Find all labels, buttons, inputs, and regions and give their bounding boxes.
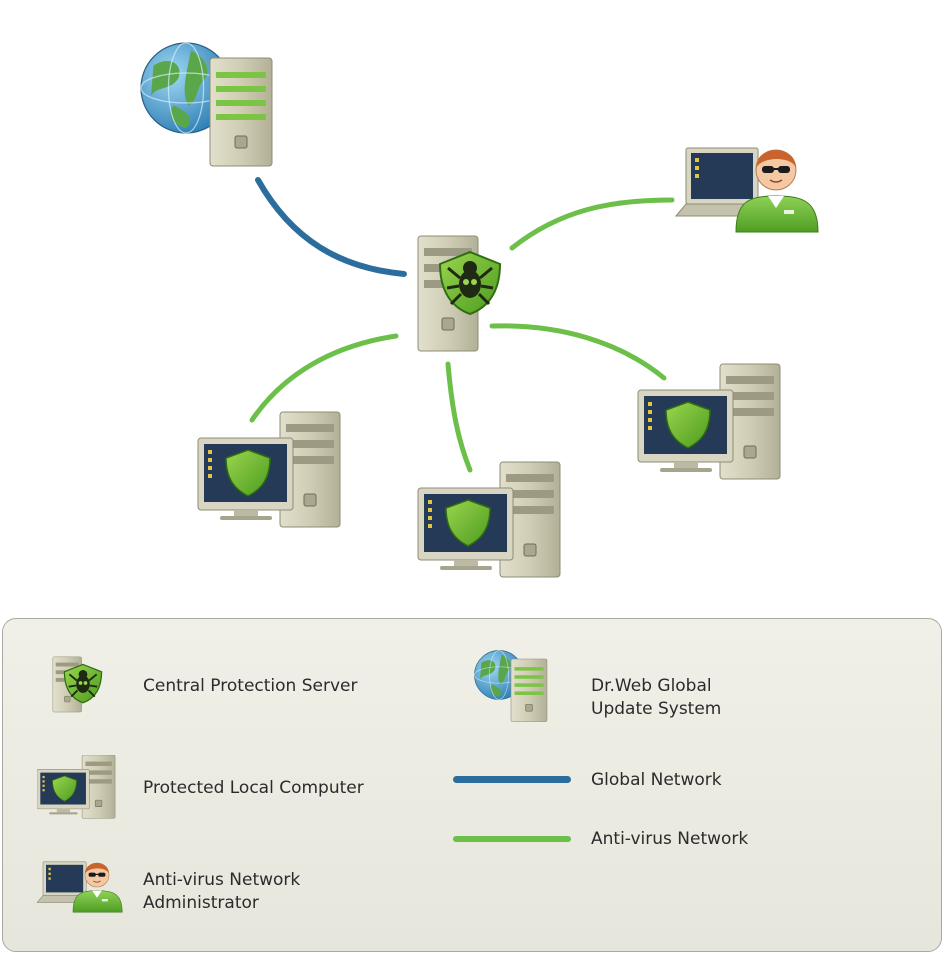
legend-global-network-label: Global Network [591,770,722,790]
legend-central-server-label: Central Protection Server [143,676,358,696]
legend-update-system-label: Dr.Web Global Update System [591,676,722,719]
central-server-legend-icon [52,656,103,713]
protected-computer-left [198,412,340,527]
antivirus-link-left-pc [249,333,399,423]
legend-global-network-line [453,776,571,783]
legend-panel: Central Protection Server Dr.Web Global … [2,618,942,952]
global-network-link [255,177,407,277]
protected-computer-bottom [418,462,560,577]
antivirus-link-admin [509,197,675,251]
legend-antivirus-network-line [453,836,571,842]
administrator-legend-icon [37,861,123,913]
update-system-node [140,42,273,167]
legend-admin-label: Anti-virus Network Administrator [143,870,301,913]
central-server-node [417,235,502,352]
network-diagram [140,42,819,612]
protected-computer-right [638,364,780,479]
update-server-icon [209,57,273,167]
antivirus-link-right-pc [489,323,667,381]
administrator-node [675,147,819,233]
protected-computer-legend-icon [37,755,123,821]
antivirus-link-bottom-pc [445,361,473,473]
update-system-legend-icon [474,650,548,722]
legend-local-computer-label: Protected Local Computer [143,778,364,798]
legend-antivirus-network-label: Anti-virus Network [591,829,749,849]
